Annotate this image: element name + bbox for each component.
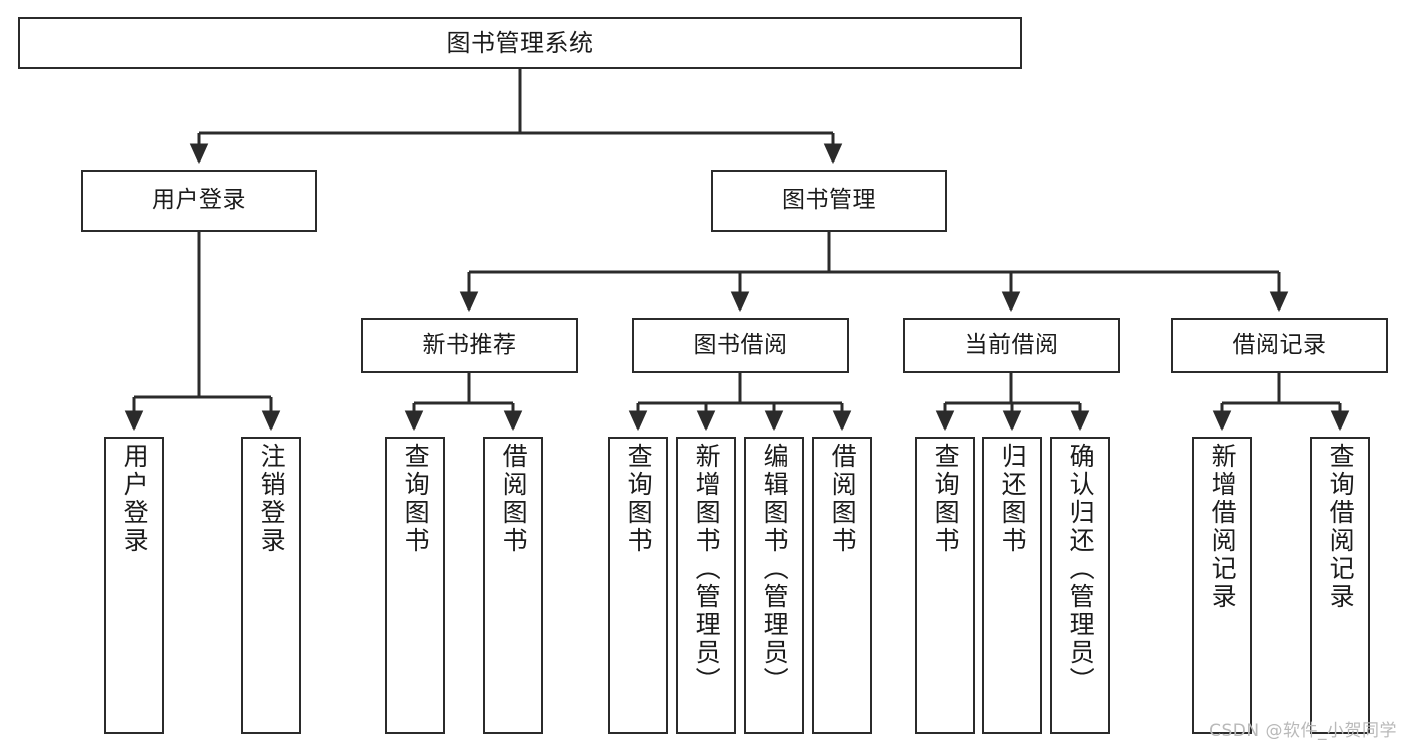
node-root-label: 图书管理系统 [446, 28, 594, 57]
leaf-edit-book-admin-label: 编辑图书（管理员） [760, 443, 790, 695]
leaf-query-book-recommend-label: 查询图书 [401, 443, 431, 555]
watermark: CSDN @软件_小贺同学 [1209, 721, 1397, 741]
node-new-book-recommend-label: 新书推荐 [422, 331, 517, 358]
node-borrow-record-label: 借阅记录 [1232, 331, 1327, 358]
leaf-confirm-return-admin[interactable]: 确认归还（管理员） [1050, 437, 1110, 734]
leaf-logout[interactable]: 注销登录 [241, 437, 301, 734]
leaf-borrow-book-recommend-label: 借阅图书 [499, 443, 529, 555]
leaf-query-borrow-record[interactable]: 查询借阅记录 [1310, 437, 1370, 734]
node-book-management[interactable]: 图书管理 [711, 170, 947, 232]
leaf-edit-book-admin[interactable]: 编辑图书（管理员） [744, 437, 804, 734]
leaf-query-book-recommend[interactable]: 查询图书 [385, 437, 445, 734]
leaf-return-book-label: 归还图书 [998, 443, 1028, 555]
leaf-query-borrow-record-label: 查询借阅记录 [1326, 443, 1356, 611]
leaf-confirm-return-admin-label: 确认归还（管理员） [1066, 443, 1096, 695]
node-borrow-record[interactable]: 借阅记录 [1171, 318, 1388, 373]
node-user-login-label: 用户登录 [152, 187, 246, 214]
leaf-add-borrow-record-label: 新增借阅记录 [1208, 443, 1238, 611]
leaf-borrow-book-recommend[interactable]: 借阅图书 [483, 437, 543, 734]
node-root[interactable]: 图书管理系统 [18, 17, 1022, 69]
leaf-add-book-admin-label: 新增图书（管理员） [692, 443, 722, 695]
leaf-borrow-book[interactable]: 借阅图书 [812, 437, 872, 734]
leaf-borrow-book-label: 借阅图书 [828, 443, 858, 555]
leaf-add-borrow-record[interactable]: 新增借阅记录 [1192, 437, 1252, 734]
node-book-borrow[interactable]: 图书借阅 [632, 318, 849, 373]
node-book-borrow-label: 图书借阅 [693, 331, 788, 358]
leaf-query-book-current[interactable]: 查询图书 [915, 437, 975, 734]
leaf-query-book-borrow-label: 查询图书 [624, 443, 654, 555]
leaf-user-login[interactable]: 用户登录 [104, 437, 164, 734]
node-book-management-label: 图书管理 [782, 187, 876, 214]
leaf-return-book[interactable]: 归还图书 [982, 437, 1042, 734]
leaf-add-book-admin[interactable]: 新增图书（管理员） [676, 437, 736, 734]
leaf-logout-label: 注销登录 [257, 443, 287, 555]
leaf-user-login-label: 用户登录 [120, 443, 150, 555]
node-user-login[interactable]: 用户登录 [81, 170, 317, 232]
node-current-borrow-label: 当前借阅 [964, 331, 1059, 358]
leaf-query-book-borrow[interactable]: 查询图书 [608, 437, 668, 734]
node-new-book-recommend[interactable]: 新书推荐 [361, 318, 578, 373]
node-current-borrow[interactable]: 当前借阅 [903, 318, 1120, 373]
leaf-query-book-current-label: 查询图书 [931, 443, 961, 555]
